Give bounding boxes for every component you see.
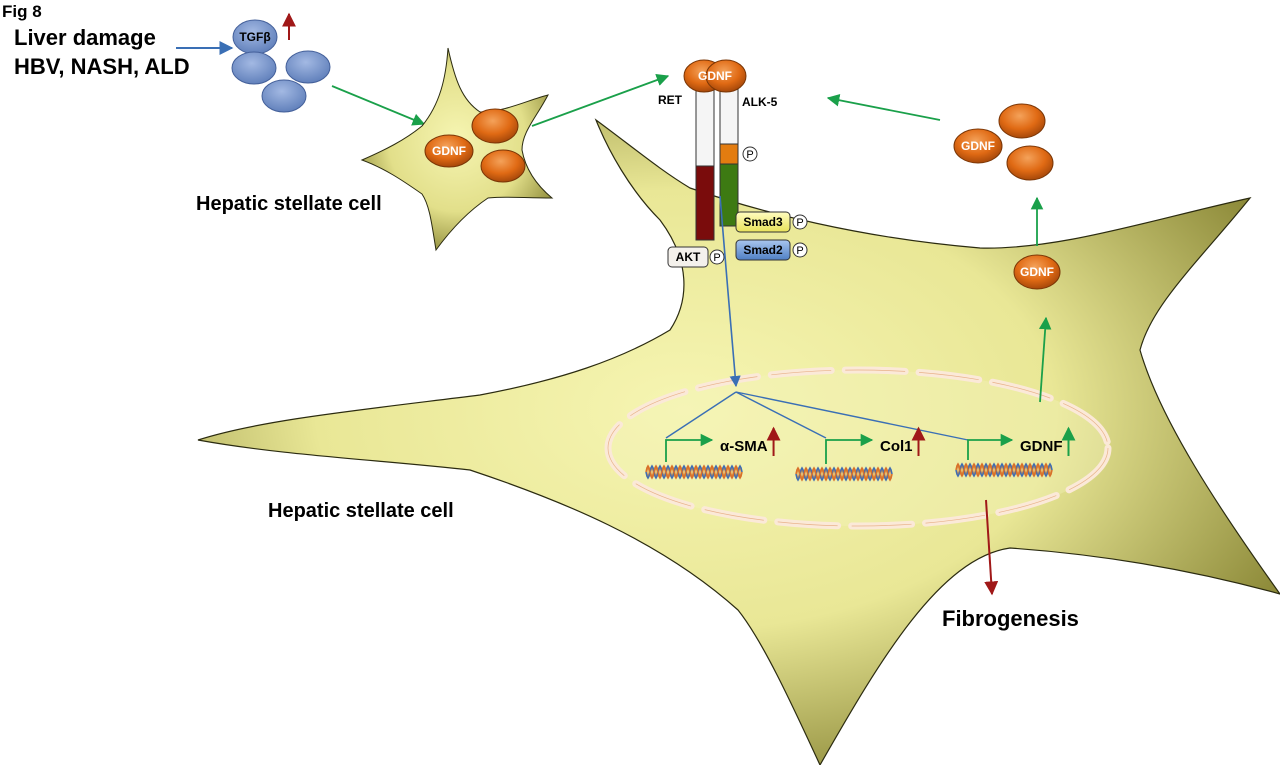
- tgf-beta-cluster: TGFβ: [231, 12, 331, 113]
- nucleus-membrane-outline: [607, 369, 1109, 527]
- fibrogenesis-label: Fibrogenesis: [942, 606, 1079, 631]
- alk5-receptor-extracellular: [719, 87, 739, 145]
- smad3-label: Smad3: [743, 215, 783, 229]
- branch-line-gdnf: [735, 391, 969, 441]
- secretion-arrow: [1038, 316, 1052, 403]
- trigger-line1: Liver damage: [14, 25, 156, 50]
- alk5-label: ALK-5: [742, 95, 778, 109]
- gene-label: Col1: [880, 438, 913, 455]
- akt-phospho-circle: [709, 249, 725, 265]
- signaling-molecules: Smad3 P Smad2 P AKT P: [667, 211, 808, 268]
- ret-receptor-intracellular: [695, 165, 715, 241]
- receptor-gdnf-label: GDNF: [698, 69, 732, 83]
- smad2-label: Smad2: [743, 243, 783, 257]
- gdnf-molecule: [1006, 145, 1054, 181]
- tgf-beta-molecule: [231, 51, 277, 85]
- figure-label: Fig 8: [2, 2, 42, 21]
- branch-line-asma: [665, 391, 737, 439]
- dna-strand: [645, 464, 743, 480]
- gdnf-molecule: [480, 149, 526, 183]
- promoter-arrow: [967, 433, 1014, 460]
- secreted-gdnf-molecule: [1013, 254, 1061, 290]
- gdnf-molecule: [998, 103, 1046, 139]
- trigger-line2: HBV, NASH, ALD: [14, 54, 190, 79]
- gdnf-cluster: GDNF: [953, 103, 1054, 181]
- smad2-phospho-circle: [792, 242, 808, 258]
- alk5-receptor-intracellular: [719, 163, 739, 227]
- secreted-gdnf-label: GDNF: [1020, 265, 1054, 279]
- autocrine-arrow: [826, 94, 941, 121]
- akt-label: AKT: [676, 250, 701, 264]
- alk5-phospho-circle: [742, 146, 758, 162]
- promoter-arrow: [825, 433, 874, 464]
- smad3-phospho-label: P: [796, 217, 803, 229]
- small-cell-gdnf-label: GDNF: [432, 144, 466, 158]
- small-stellate-cell: GDNF: [360, 47, 554, 252]
- tgf-to-cell-arrow: [331, 85, 426, 126]
- alk5-phospho-label: P: [746, 149, 753, 161]
- ret-label: RET: [658, 93, 683, 107]
- fibrogenesis-arrow: [984, 499, 999, 596]
- ret-receptor-extracellular: [695, 87, 715, 167]
- signal-line-to-nucleus: [719, 195, 741, 388]
- receptor-gdnf-ligand: [705, 59, 747, 93]
- tgf-beta-molecule: [261, 79, 307, 113]
- gene-label: α-SMA: [720, 438, 768, 455]
- alk5-receptor-orange-domain: [719, 143, 739, 165]
- gene-cassette: Col1: [795, 426, 926, 482]
- akt-phospho-label: P: [713, 252, 720, 264]
- cell-to-receptor-arrow: [531, 73, 670, 127]
- tgf-beta-molecule: [285, 50, 331, 84]
- small-cell-label: Hepatic stellate cell: [196, 193, 382, 215]
- smad2-phospho-label: P: [796, 245, 803, 257]
- gene-cassette: GDNF: [955, 426, 1076, 478]
- smad3-box: [735, 211, 791, 233]
- big-stellate-cell-body: [197, 118, 1280, 765]
- branch-line-col1: [735, 391, 827, 439]
- promoter-arrow: [665, 433, 714, 462]
- dna-strand: [795, 466, 893, 482]
- gdnf-molecule: [424, 134, 474, 168]
- akt-box: [667, 246, 709, 268]
- dna-strand: [955, 462, 1053, 478]
- gdnf-cluster-label: GDNF: [961, 139, 995, 153]
- gene-label: GDNF: [1020, 438, 1063, 455]
- tgf-beta-label: TGFβ: [239, 30, 270, 44]
- smad2-box: [735, 239, 791, 261]
- gene-group: α-SMA Col1 GDNF: [645, 426, 1076, 482]
- receptor-complex: GDNF RET ALK-5 P: [658, 59, 778, 241]
- gdnf-molecule: [471, 108, 519, 144]
- gdnf-molecule: [953, 128, 1003, 164]
- big-cell-label: Hepatic stellate cell: [268, 500, 454, 522]
- smad3-phospho-circle: [792, 214, 808, 230]
- gene-cassette: α-SMA: [645, 426, 781, 480]
